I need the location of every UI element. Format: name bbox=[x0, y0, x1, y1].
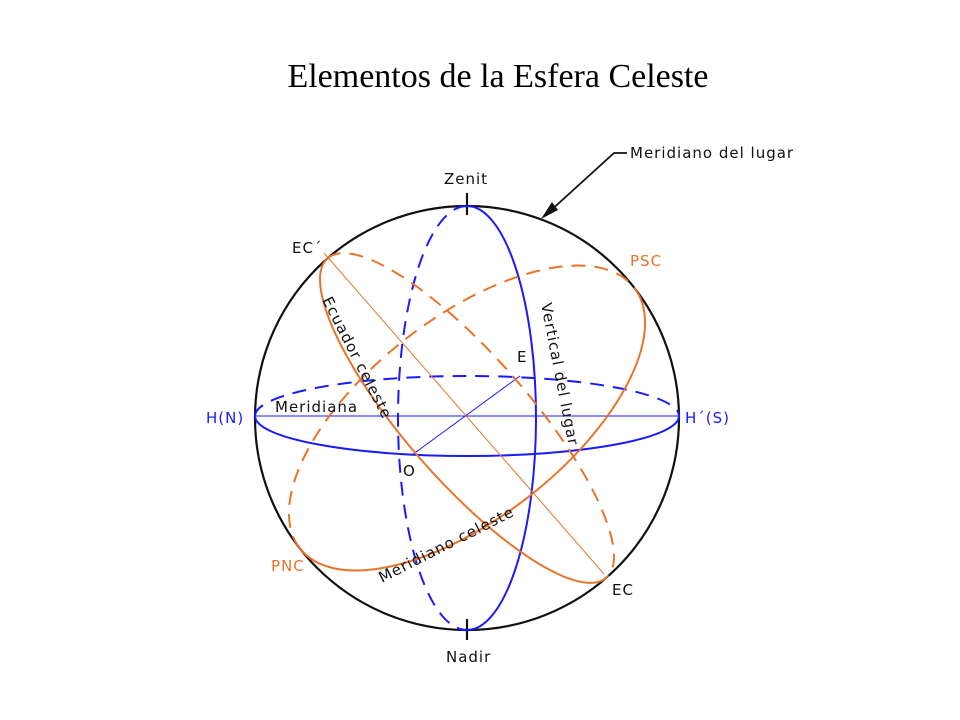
horizonte-norte-label: H(N) bbox=[206, 409, 244, 427]
horizonte-sur-label: H´(S) bbox=[685, 409, 730, 427]
psc-label: PSC bbox=[630, 252, 662, 270]
ecuador-diameter-line bbox=[323, 252, 605, 575]
meridiano-celeste-back bbox=[287, 264, 635, 550]
este-label: E bbox=[517, 348, 527, 366]
horizonte-front bbox=[254, 415, 680, 457]
oeste-label: O bbox=[403, 462, 416, 480]
ecuador-celeste-back bbox=[326, 252, 615, 579]
meridiano-lugar-pointer bbox=[547, 152, 627, 214]
ecuador-celeste-front bbox=[319, 257, 608, 584]
page-title: Elementos de la Esfera Celeste bbox=[287, 58, 709, 95]
meridiano-celeste-front bbox=[299, 286, 647, 572]
zenit-label: Zenit bbox=[444, 170, 488, 188]
celestial-sphere-outline bbox=[253, 204, 681, 632]
vertical-del-lugar-back bbox=[397, 205, 468, 631]
ec-label: EC bbox=[612, 581, 634, 599]
nadir-label: Nadir bbox=[446, 648, 491, 666]
horizonte-back bbox=[254, 375, 680, 417]
vertical-del-lugar-front bbox=[466, 205, 537, 631]
pnc-label: PNC bbox=[271, 557, 305, 575]
ec-prime-label: EC´ bbox=[292, 239, 322, 257]
vertical-lugar-label: Vertical del lugar bbox=[537, 301, 582, 447]
meridiana-label: Meridiana bbox=[275, 398, 358, 416]
meridiano-lugar-label: Meridiano del lugar bbox=[630, 144, 794, 162]
meridiano-lugar-arrowhead bbox=[541, 202, 558, 219]
meridiano-celeste-label: Meridiano celeste bbox=[376, 503, 518, 587]
